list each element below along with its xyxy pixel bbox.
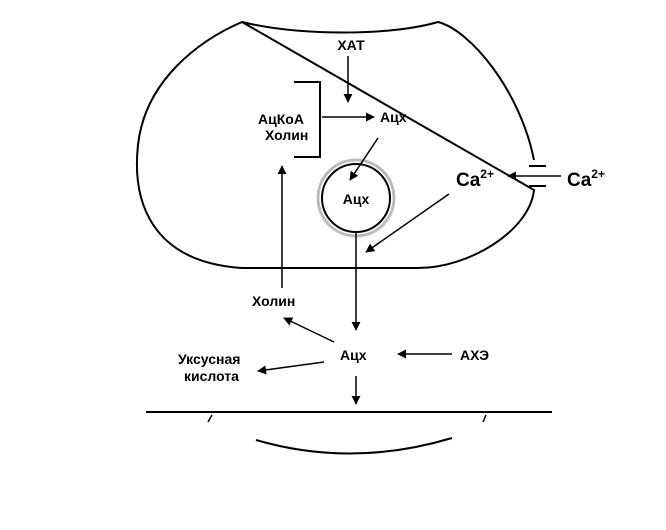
arrow-to-choline (283, 317, 335, 343)
label-choline-bottom: Холин (252, 293, 295, 309)
arrow-calcium-to-release (365, 193, 450, 253)
membrane-tick-left (207, 414, 213, 423)
presynaptic-terminal-outline (135, 20, 536, 269)
membrane-tick-right (482, 414, 487, 423)
label-ach-cleft: Ацх (340, 347, 367, 363)
label-choline-top: Холин (265, 127, 308, 143)
calcium-channel (529, 165, 546, 187)
postsynaptic-fold (255, 437, 453, 455)
label-chat: ХАТ (337, 37, 365, 53)
substrate-bracket (294, 81, 321, 158)
label-calcium-inside: Ca2+ (456, 167, 494, 191)
label-calcium-outside: Ca2+ (567, 167, 605, 191)
arrow-to-acetic-acid (257, 361, 325, 375)
label-acetyl-coa: АцКоА (258, 111, 304, 127)
label-acetic-acid-line2: кислота (184, 368, 239, 384)
arrow-ach-to-vesicle (349, 137, 379, 181)
label-ach-vesicle: Ацх (343, 191, 370, 207)
label-ach-top: Ацх (380, 109, 407, 125)
label-ache: АХЭ (460, 347, 489, 363)
label-acetic-acid-line1: Уксусная (178, 351, 240, 367)
